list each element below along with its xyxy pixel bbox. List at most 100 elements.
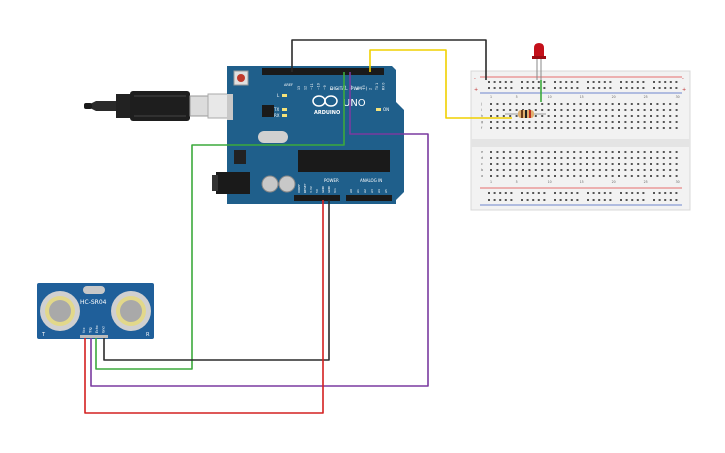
rail-hole[interactable] [526,87,529,89]
breadboard-hole[interactable] [605,169,608,171]
rail-hole[interactable] [559,199,562,201]
breadboard-hole[interactable] [592,175,595,177]
breadboard-hole[interactable] [554,175,556,177]
breadboard-hole[interactable] [630,103,633,105]
rail-hole[interactable] [537,192,540,194]
rail-hole[interactable] [669,199,672,201]
rail-hole[interactable] [664,199,667,201]
breadboard-hole[interactable] [534,103,537,105]
rail-hole[interactable] [625,81,628,83]
breadboard-hole[interactable] [611,175,614,177]
breadboard-hole[interactable] [502,109,505,111]
breadboard-hole[interactable] [643,115,646,117]
rail-hole[interactable] [554,81,556,83]
breadboard-hole[interactable] [496,121,499,123]
breadboard-hole[interactable] [586,121,588,123]
breadboard-hole[interactable] [560,109,563,111]
rail-hole[interactable] [669,81,672,83]
breadboard-hole[interactable] [566,151,569,153]
rail-hole[interactable] [543,199,546,201]
breadboard-hole[interactable] [515,109,518,111]
breadboard-hole[interactable] [630,157,633,159]
breadboard-hole[interactable] [528,163,531,165]
power-jack[interactable] [216,172,250,194]
rail-hole[interactable] [587,192,589,194]
breadboard-hole[interactable] [515,169,518,171]
breadboard-hole[interactable] [528,157,531,159]
breadboard-hole[interactable] [618,115,620,117]
breadboard-hole[interactable] [528,121,531,123]
breadboard-hole[interactable] [579,121,582,123]
breadboard-hole[interactable] [490,169,492,171]
breadboard-hole[interactable] [675,157,678,159]
breadboard-hole[interactable] [515,163,518,165]
rail-hole[interactable] [526,199,529,201]
breadboard-hole[interactable] [502,157,505,159]
breadboard-hole[interactable] [541,109,544,111]
breadboard-hole[interactable] [515,151,518,153]
breadboard-hole[interactable] [637,175,640,177]
breadboard-hole[interactable] [624,127,627,129]
breadboard-hole[interactable] [650,109,652,111]
breadboard-hole[interactable] [579,127,582,129]
rail-hole[interactable] [554,87,556,89]
breadboard-hole[interactable] [528,103,531,105]
rail-hole[interactable] [576,192,579,194]
rail-hole[interactable] [559,87,562,89]
breadboard-hole[interactable] [547,163,550,165]
breadboard-hole[interactable] [624,175,627,177]
breadboard-hole[interactable] [586,175,588,177]
resistor-icon[interactable] [505,110,546,118]
rail-hole[interactable] [625,87,628,89]
breadboard-hole[interactable] [675,163,678,165]
breadboard-hole[interactable] [515,103,518,105]
rail-hole[interactable] [664,81,667,83]
breadboard-hole[interactable] [624,157,627,159]
wire-red-5v[interactable] [84,200,324,414]
rail-hole[interactable] [565,199,568,201]
breadboard-hole[interactable] [662,157,665,159]
breadboard-hole[interactable] [662,127,665,129]
breadboard-hole[interactable] [598,157,601,159]
breadboard-hole[interactable] [554,115,556,117]
breadboard-hole[interactable] [509,115,512,117]
breadboard-hole[interactable] [566,109,569,111]
breadboard-hole[interactable] [656,163,659,165]
breadboard-hole[interactable] [643,169,646,171]
breadboard-hole[interactable] [515,175,518,177]
reset-button-icon[interactable] [233,70,249,86]
breadboard-hole[interactable] [598,175,601,177]
rail-hole[interactable] [488,81,490,83]
breadboard-hole[interactable] [630,121,633,123]
breadboard-hole[interactable] [637,115,640,117]
breadboard-hole[interactable] [637,169,640,171]
breadboard-hole[interactable] [547,103,550,105]
breadboard-hole[interactable] [618,157,620,159]
breadboard-hole[interactable] [675,127,678,129]
rail-hole[interactable] [609,81,612,83]
rail-hole[interactable] [620,199,622,201]
breadboard-hole[interactable] [509,127,512,129]
breadboard-hole[interactable] [618,103,620,105]
breadboard-hole[interactable] [522,163,524,165]
breadboard-hole[interactable] [662,163,665,165]
rail-hole[interactable] [620,192,622,194]
rail-hole[interactable] [559,81,562,83]
rail-hole[interactable] [642,87,645,89]
wire-black-gnd-sensor[interactable] [103,200,330,361]
breadboard-hole[interactable] [541,115,544,117]
breadboard-hole[interactable] [547,127,550,129]
rail-hole[interactable] [576,87,579,89]
breadboard-hole[interactable] [618,109,620,111]
rail-hole[interactable] [532,87,535,89]
breadboard-hole[interactable] [611,127,614,129]
breadboard-hole[interactable] [534,121,537,123]
breadboard-hole[interactable] [643,109,646,111]
breadboard-hole[interactable] [618,151,620,153]
usb-cable-icon[interactable] [84,91,231,121]
breadboard-hole[interactable] [509,163,512,165]
breadboard-hole[interactable] [509,157,512,159]
breadboard-hole[interactable] [611,151,614,153]
breadboard-hole[interactable] [624,151,627,153]
breadboard-hole[interactable] [630,127,633,129]
